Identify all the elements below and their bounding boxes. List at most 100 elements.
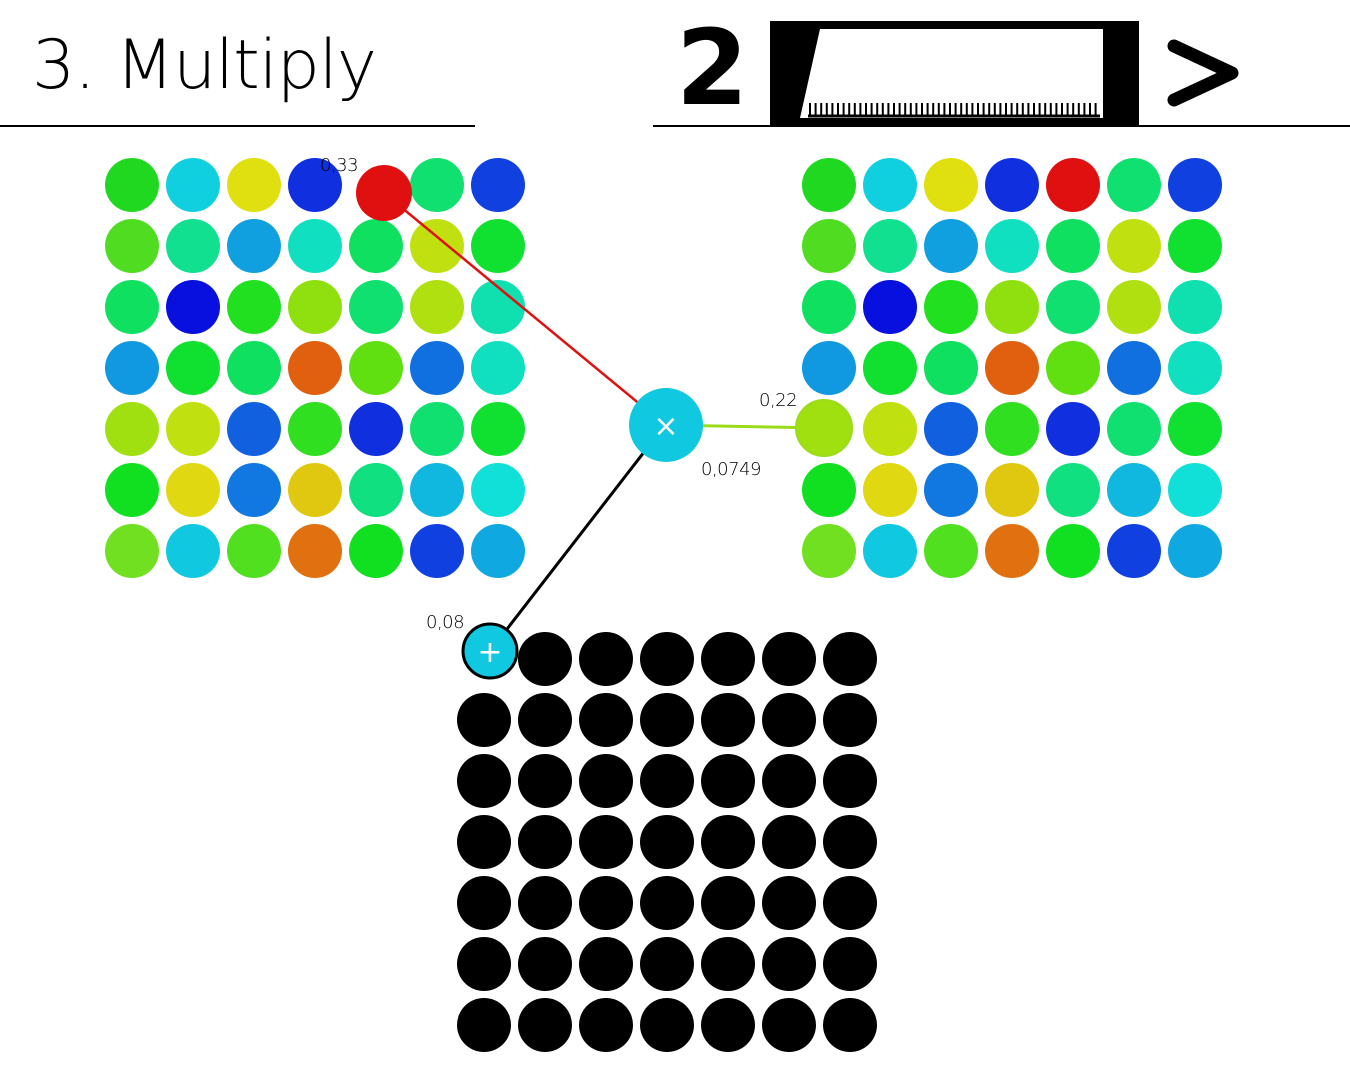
grid-a-cell[interactable] [227, 524, 281, 578]
grid-b-cell[interactable] [1046, 158, 1100, 212]
output-cell[interactable] [640, 693, 694, 747]
grid-b-cell[interactable] [1168, 463, 1222, 517]
grid-a-cell[interactable] [105, 158, 159, 212]
grid-a-cell[interactable] [105, 219, 159, 273]
grid-a-cell[interactable] [410, 158, 464, 212]
grid-b-cell[interactable] [1107, 280, 1161, 334]
output-cell[interactable] [579, 693, 633, 747]
chevron-right-icon[interactable] [1160, 28, 1250, 118]
grid-b-cell[interactable] [985, 219, 1039, 273]
output-cell[interactable] [701, 937, 755, 991]
grid-a-cell[interactable] [105, 341, 159, 395]
output-cell[interactable] [823, 815, 877, 869]
grid-b-cell[interactable] [863, 219, 917, 273]
grid-b-cell[interactable] [985, 158, 1039, 212]
grid-a-cell[interactable] [166, 341, 220, 395]
grid-b-cell[interactable] [1046, 402, 1100, 456]
output-cell[interactable] [701, 754, 755, 808]
output-cell[interactable] [762, 754, 816, 808]
output-cell[interactable] [823, 876, 877, 930]
grid-b-cell[interactable] [1046, 524, 1100, 578]
output-cell[interactable] [579, 632, 633, 686]
grid-a-cell[interactable] [471, 158, 525, 212]
grid-b-cell[interactable] [1046, 463, 1100, 517]
output-cell[interactable] [762, 693, 816, 747]
grid-b-cell[interactable] [924, 463, 978, 517]
output-cell[interactable] [518, 754, 572, 808]
output-cell[interactable] [701, 815, 755, 869]
output-cell[interactable] [640, 937, 694, 991]
output-cell[interactable] [579, 876, 633, 930]
output-cell[interactable] [701, 632, 755, 686]
output-cell[interactable] [457, 693, 511, 747]
grid-a-cell[interactable] [349, 402, 403, 456]
grid-b-cell[interactable] [1168, 524, 1222, 578]
selected-cell-a[interactable] [356, 165, 412, 221]
grid-a-cell[interactable] [349, 219, 403, 273]
grid-a-cell[interactable] [410, 463, 464, 517]
progress-slider[interactable] [0, 0, 1350, 130]
grid-a-cell[interactable] [349, 524, 403, 578]
output-cell[interactable] [518, 998, 572, 1052]
output-cell[interactable] [701, 876, 755, 930]
grid-b-cell[interactable] [802, 524, 856, 578]
grid-b-cell[interactable] [1107, 524, 1161, 578]
grid-b-cell[interactable] [1107, 463, 1161, 517]
grid-b-cell[interactable] [1168, 402, 1222, 456]
output-cell[interactable] [457, 998, 511, 1052]
output-cell[interactable] [457, 876, 511, 930]
output-cell[interactable] [457, 754, 511, 808]
grid-b-cell[interactable] [1107, 402, 1161, 456]
grid-a-cell[interactable] [105, 524, 159, 578]
output-cell[interactable] [457, 937, 511, 991]
grid-b-cell[interactable] [1168, 280, 1222, 334]
output-cell[interactable] [762, 937, 816, 991]
grid-a-cell[interactable] [105, 463, 159, 517]
grid-b-cell[interactable] [863, 341, 917, 395]
grid-a-cell[interactable] [410, 341, 464, 395]
selected-cell-b[interactable] [795, 399, 853, 457]
grid-a-cell[interactable] [471, 280, 525, 334]
output-cell[interactable] [762, 876, 816, 930]
grid-b-cell[interactable] [985, 280, 1039, 334]
grid-a-cell[interactable] [471, 463, 525, 517]
output-cell[interactable] [518, 876, 572, 930]
grid-a-cell[interactable] [166, 280, 220, 334]
grid-b-cell[interactable] [924, 280, 978, 334]
grid-b-cell[interactable] [924, 524, 978, 578]
grid-b-cell[interactable] [863, 280, 917, 334]
output-cell[interactable] [701, 693, 755, 747]
grid-b-cell[interactable] [985, 524, 1039, 578]
grid-a-cell[interactable] [471, 219, 525, 273]
grid-b-cell[interactable] [863, 402, 917, 456]
grid-a-cell[interactable] [288, 402, 342, 456]
output-cell[interactable] [518, 693, 572, 747]
grid-a-cell[interactable] [410, 280, 464, 334]
grid-b-cell[interactable] [1168, 219, 1222, 273]
grid-b-cell[interactable] [802, 341, 856, 395]
grid-b-cell[interactable] [924, 402, 978, 456]
grid-b-cell[interactable] [1046, 219, 1100, 273]
output-cell[interactable] [701, 998, 755, 1052]
grid-a-cell[interactable] [227, 402, 281, 456]
grid-b-cell[interactable] [1046, 280, 1100, 334]
grid-a-cell[interactable] [227, 341, 281, 395]
output-cell[interactable] [518, 937, 572, 991]
grid-b-cell[interactable] [924, 158, 978, 212]
output-cell[interactable] [457, 815, 511, 869]
grid-b-cell[interactable] [1107, 158, 1161, 212]
grid-a-cell[interactable] [166, 219, 220, 273]
output-cell[interactable] [518, 815, 572, 869]
grid-a-cell[interactable] [288, 280, 342, 334]
output-cell[interactable] [762, 632, 816, 686]
grid-b-cell[interactable] [1107, 341, 1161, 395]
grid-b-cell[interactable] [985, 341, 1039, 395]
grid-a-cell[interactable] [349, 341, 403, 395]
grid-b-cell[interactable] [802, 158, 856, 212]
output-cell[interactable] [823, 937, 877, 991]
grid-a-cell[interactable] [349, 463, 403, 517]
grid-a-cell[interactable] [288, 463, 342, 517]
grid-b-cell[interactable] [1046, 341, 1100, 395]
grid-b-cell[interactable] [802, 219, 856, 273]
grid-a-cell[interactable] [166, 158, 220, 212]
